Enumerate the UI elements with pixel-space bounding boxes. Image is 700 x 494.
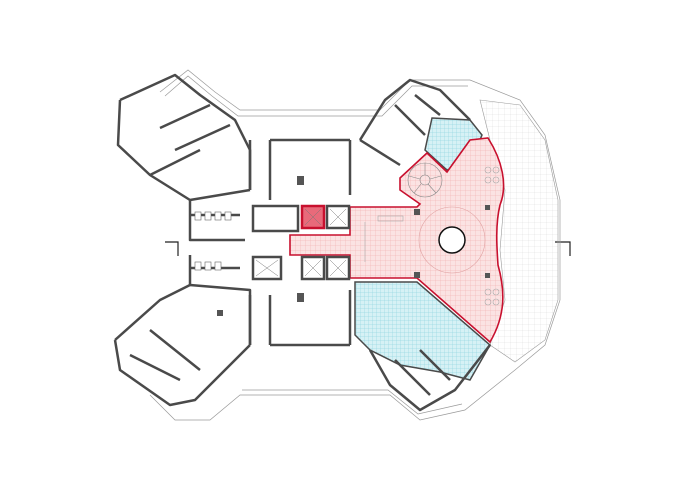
spiral-stair	[407, 162, 443, 198]
site-outline	[149, 69, 561, 421]
elevator-crosses	[255, 208, 347, 277]
central-column	[438, 226, 466, 254]
columns	[217, 176, 490, 316]
lobby-furniture	[364, 166, 500, 306]
toilet-fixtures	[194, 211, 232, 271]
lobby-circle-guide	[418, 206, 486, 274]
highlighted-lobby-area	[289, 137, 505, 344]
section-marker-left	[165, 241, 179, 256]
walls	[113, 73, 491, 412]
wet-area-lower	[354, 281, 491, 381]
